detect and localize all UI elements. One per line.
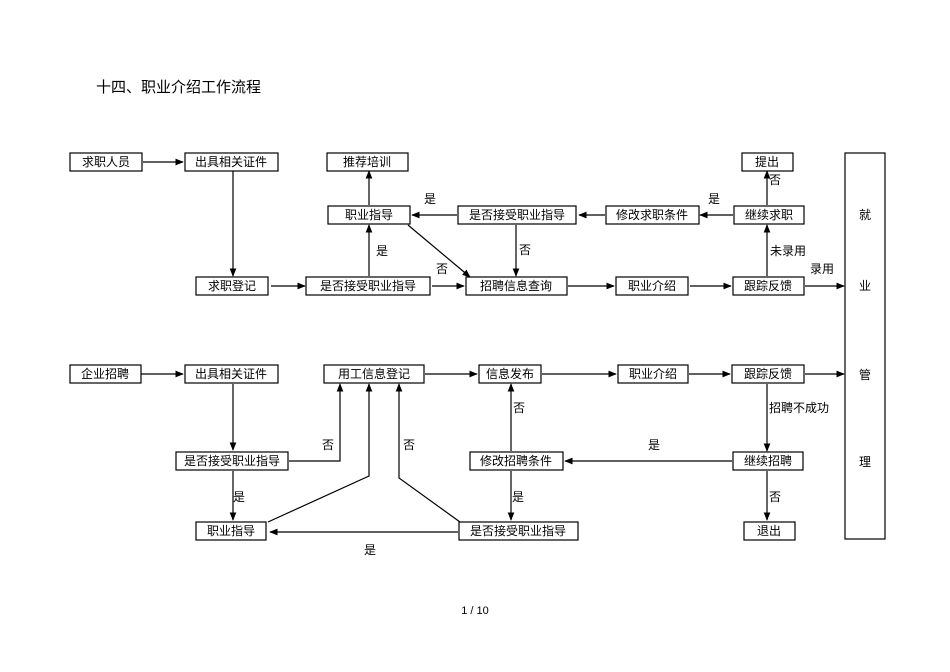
svg-text:是否接受职业指导: 是否接受职业指导 bbox=[469, 207, 565, 222]
node-accept-guidance-q4: 是否接受职业指导 bbox=[458, 521, 579, 541]
svg-text:提出: 提出 bbox=[755, 154, 779, 169]
svg-text:用工信息登记: 用工信息登记 bbox=[338, 366, 410, 381]
edge-guidance-to-query bbox=[407, 224, 471, 278]
node-follow-up-top: 跟踪反馈 bbox=[732, 276, 805, 296]
node-accept-guidance-q1: 是否接受职业指导 bbox=[457, 205, 577, 225]
node-follow-up-bottom: 跟踪反馈 bbox=[731, 364, 805, 384]
svg-text:继续求职: 继续求职 bbox=[745, 208, 793, 222]
label-yes-continue-modify: 是 bbox=[708, 192, 720, 206]
svg-text:跟踪反馈: 跟踪反馈 bbox=[744, 279, 792, 293]
node-job-intro-bottom: 职业介绍 bbox=[617, 364, 689, 384]
svg-text:就: 就 bbox=[859, 208, 871, 222]
node-job-intro-top: 职业介绍 bbox=[615, 276, 689, 296]
node-career-guidance-bottom: 职业指导 bbox=[195, 521, 267, 541]
svg-text:职业介绍: 职业介绍 bbox=[628, 279, 676, 293]
node-recruit-info-query: 招聘信息查询 bbox=[465, 276, 568, 296]
edge-q3-to-register bbox=[289, 383, 344, 462]
label-no-q3-register: 否 bbox=[322, 438, 334, 452]
connectors-bottom bbox=[141, 370, 845, 536]
svg-text:招聘信息查询: 招聘信息查询 bbox=[480, 278, 552, 293]
svg-text:职业介绍: 职业介绍 bbox=[629, 367, 677, 381]
node-issue-docs-top: 出具相关证件 bbox=[184, 152, 279, 172]
svg-text:是否接受职业指导: 是否接受职业指导 bbox=[184, 453, 280, 468]
label-yes-q4-guidance: 是 bbox=[364, 543, 376, 557]
svg-text:企业招聘: 企业招聘 bbox=[81, 366, 129, 381]
connectors-top bbox=[143, 158, 845, 290]
label-yes-q3-guidance: 是 bbox=[233, 490, 245, 504]
svg-text:跟踪反馈: 跟踪反馈 bbox=[744, 367, 792, 381]
svg-text:继续招聘: 继续招聘 bbox=[744, 454, 792, 468]
label-not-hired: 未录用 bbox=[770, 244, 806, 258]
label-no-q1-query: 否 bbox=[519, 243, 531, 257]
label-hired: 录用 bbox=[810, 262, 834, 276]
label-yes-continue-recruit: 是 bbox=[648, 438, 660, 452]
svg-text:求职登记: 求职登记 bbox=[208, 278, 256, 293]
edge-q4-to-register bbox=[395, 383, 461, 523]
svg-text:退出: 退出 bbox=[757, 524, 781, 538]
node-info-publish: 信息发布 bbox=[478, 364, 542, 384]
label-recruit-failed: 招聘不成功 bbox=[769, 401, 829, 415]
svg-text:求职人员: 求职人员 bbox=[82, 155, 130, 169]
svg-text:职业指导: 职业指导 bbox=[345, 207, 393, 222]
node-exit: 退出 bbox=[743, 521, 796, 541]
node-accept-guidance-q3: 是否接受职业指导 bbox=[175, 451, 289, 471]
node-submit: 提出 bbox=[741, 152, 794, 172]
label-yes-top-guidance: 是 bbox=[424, 192, 436, 206]
label-no-submit: 否 bbox=[769, 173, 781, 187]
label-no-q4-register: 否 bbox=[403, 438, 415, 452]
page-title: 十四、职业介绍工作流程 bbox=[96, 78, 262, 96]
node-job-seeker: 求职人员 bbox=[69, 152, 143, 172]
svg-text:推荐培训: 推荐培训 bbox=[343, 154, 391, 169]
edge-guidance-to-register bbox=[267, 383, 373, 523]
svg-text:信息发布: 信息发布 bbox=[486, 366, 534, 381]
edge-labels: 是 是 否 是 否 否 未录用 录用 否 招聘不成功 否 否 是 是 是 否 是 bbox=[233, 173, 834, 557]
node-modify-recruit-conditions: 修改招聘条件 bbox=[469, 451, 564, 471]
node-continue-recruit: 继续招聘 bbox=[732, 451, 804, 471]
label-yes-modify-q4: 是 bbox=[512, 490, 524, 504]
svg-text:修改求职条件: 修改求职条件 bbox=[616, 207, 688, 222]
node-recommend-training: 推荐培训 bbox=[326, 152, 409, 172]
svg-text:是否接受职业指导: 是否接受职业指导 bbox=[320, 278, 416, 293]
svg-text:是否接受职业指导: 是否接受职业指导 bbox=[470, 523, 566, 538]
svg-text:职业指导: 职业指导 bbox=[207, 523, 255, 538]
node-issue-docs-bottom: 出具相关证件 bbox=[184, 364, 279, 384]
svg-text:理: 理 bbox=[859, 455, 871, 469]
svg-text:出具相关证件: 出具相关证件 bbox=[195, 155, 267, 169]
label-no-exit: 否 bbox=[769, 490, 781, 504]
node-enterprise-recruit: 企业招聘 bbox=[69, 364, 142, 384]
node-registration: 求职登记 bbox=[195, 276, 269, 296]
svg-text:业: 业 bbox=[859, 279, 871, 293]
page-number: 1 / 10 bbox=[461, 605, 489, 617]
svg-text:修改招聘条件: 修改招聘条件 bbox=[480, 453, 552, 468]
node-continue-seeking: 继续求职 bbox=[733, 205, 805, 225]
node-accept-guidance-q2: 是否接受职业指导 bbox=[305, 276, 431, 296]
side-panel-employment-management: 就 业 管 理 bbox=[844, 152, 886, 540]
label-no-q2-query: 否 bbox=[436, 262, 448, 276]
node-modify-conditions-top: 修改求职条件 bbox=[605, 205, 700, 225]
label-yes-to-guidance: 是 bbox=[376, 244, 388, 258]
label-no-modify-publish: 否 bbox=[513, 401, 525, 415]
svg-text:管: 管 bbox=[859, 367, 871, 382]
svg-text:出具相关证件: 出具相关证件 bbox=[195, 367, 267, 381]
node-career-guidance-top: 职业指导 bbox=[327, 205, 411, 225]
node-employer-registration: 用工信息登记 bbox=[323, 364, 425, 384]
